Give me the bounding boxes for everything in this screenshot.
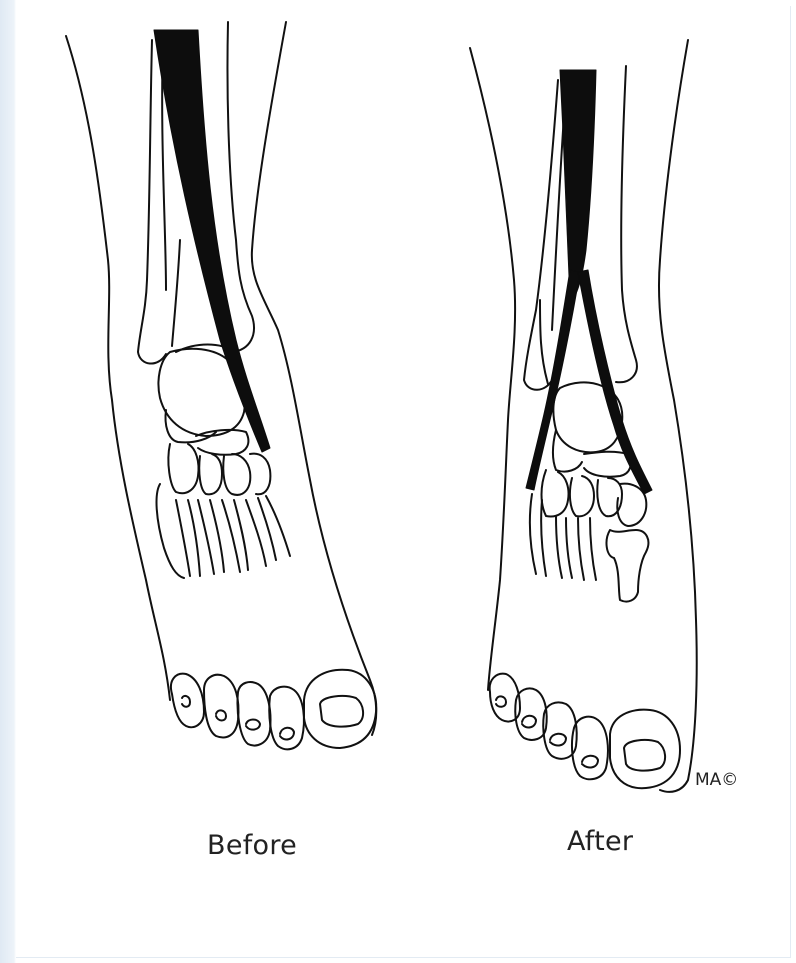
- before-toe-5: [171, 674, 204, 728]
- copyright-mark: MA©: [695, 770, 738, 790]
- before-leg-outline: [66, 36, 170, 700]
- after-first-metatarsal: [607, 530, 649, 602]
- after-leg-outline-right: [659, 40, 697, 792]
- after-tibia: [616, 66, 637, 382]
- after-foot: [470, 40, 697, 792]
- before-tibia: [227, 22, 253, 352]
- before-big-toe: [304, 670, 376, 748]
- after-tendon-upper: [560, 70, 596, 300]
- before-toe-4: [204, 675, 238, 738]
- before-leg-outline-right: [252, 22, 376, 735]
- before-toe-3: [237, 682, 270, 745]
- after-caption: After: [567, 826, 633, 857]
- after-big-toe: [610, 710, 680, 788]
- before-caption: Before: [207, 830, 297, 861]
- after-leg-outline: [470, 48, 515, 690]
- after-toe-2: [572, 717, 608, 780]
- before-foot: [66, 22, 376, 749]
